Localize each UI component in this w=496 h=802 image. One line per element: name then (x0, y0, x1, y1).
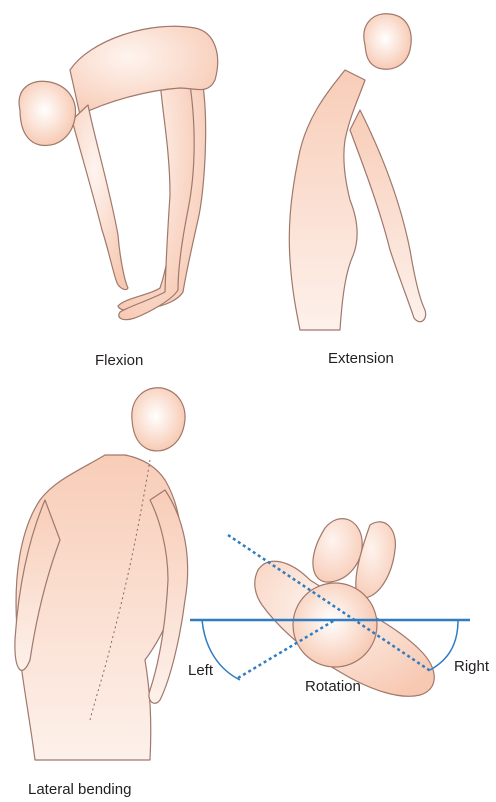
flexion-label: Flexion (95, 352, 143, 369)
extension-figure (289, 14, 425, 330)
lateral-bending-figure (15, 388, 188, 760)
right-label: Right (454, 658, 489, 675)
rotation-label: Rotation (305, 678, 361, 695)
rotation-figure (255, 519, 434, 697)
extension-label: Extension (328, 350, 394, 367)
flexion-figure (19, 26, 218, 319)
left-label: Left (188, 662, 213, 679)
lateral-bending-label: Lateral bending (28, 781, 131, 798)
